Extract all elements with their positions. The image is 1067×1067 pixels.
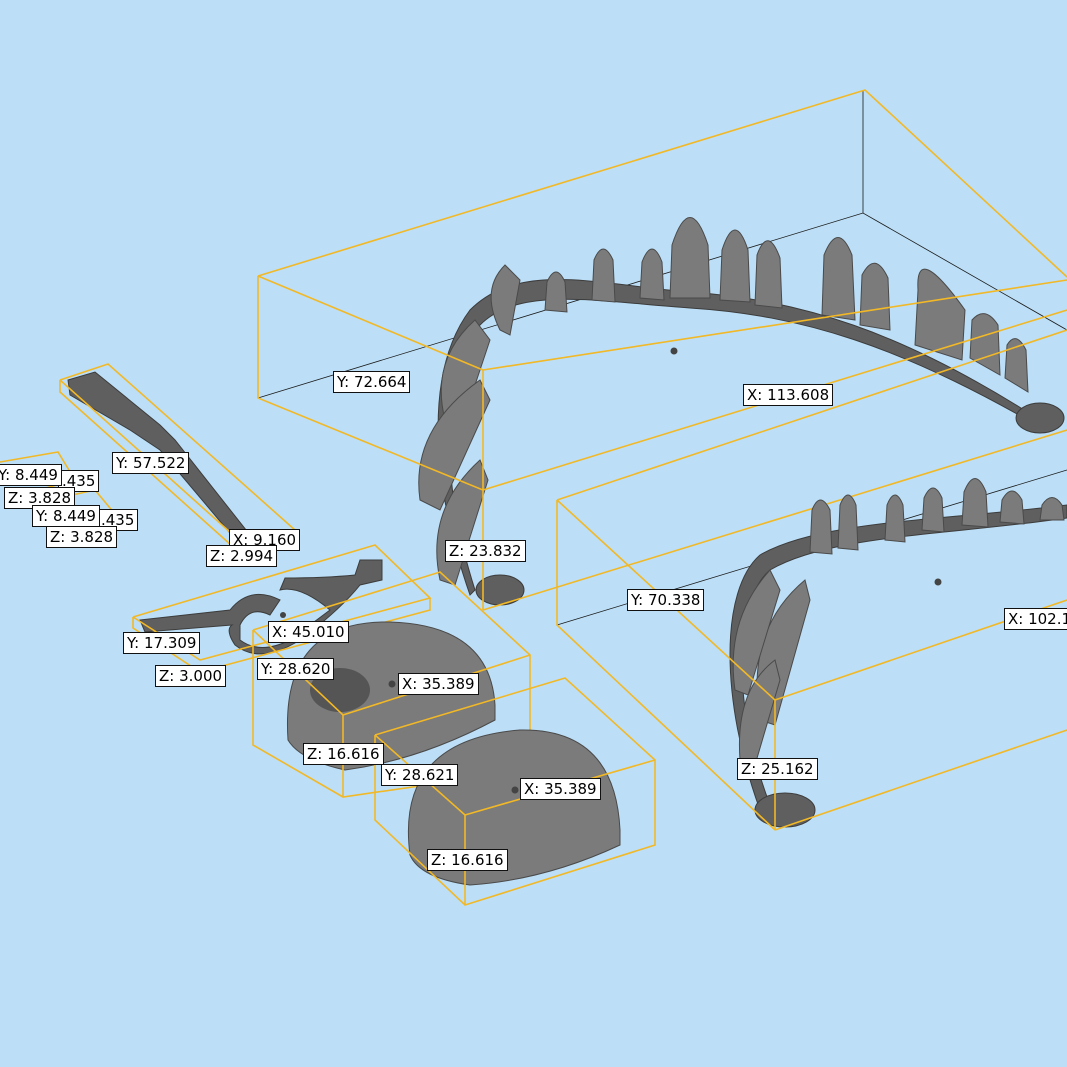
small-jaw-teeth	[732, 478, 1065, 766]
small-jaw-model[interactable]	[556, 329, 1067, 831]
dome-2-x-dimension-label: X: 35.389	[520, 778, 601, 800]
link-x-dimension-label: X: 45.010	[268, 621, 349, 643]
dome-1-x-dimension-label: X: 35.389	[398, 673, 479, 695]
dome-2-y-dimension-label: Y: 28.621	[381, 764, 459, 786]
big-jaw-teeth	[418, 217, 1029, 586]
link-y-dimension-label: Y: 17.309	[123, 632, 201, 654]
bar-z-dimension-label: Z: 2.994	[206, 545, 278, 567]
tiny-part-1-y-dimension-label: Y: 8.449	[0, 464, 62, 486]
tiny-part-2-x-dimension-label: .435	[97, 509, 139, 531]
tiny-part-2-z-dimension-label: Z: 3.828	[46, 526, 118, 548]
dome-1-y-dimension-label: Y: 28.620	[257, 658, 335, 680]
dome-1-z-dimension-label: Z: 16.616	[303, 743, 384, 765]
small-jaw-y-dimension-label: Y: 70.338	[627, 589, 705, 611]
tiny-part-2-y-dimension-label: Y: 8.449	[32, 505, 100, 527]
big-jaw-x-dimension-label: X: 113.608	[743, 384, 834, 406]
big-jaw-z-dimension-label: Z: 23.832	[445, 540, 526, 562]
small-jaw-z-dimension-label: Z: 25.162	[737, 758, 818, 780]
tiny-part-1-x-dimension-label: .435	[58, 470, 100, 492]
link-z-dimension-label: Z: 3.000	[155, 665, 227, 687]
small-jaw-x-dimension-label: X: 102.1	[1004, 608, 1067, 630]
big-jaw-model[interactable]	[257, 89, 1067, 611]
bar-y-dimension-label: Y: 57.522	[112, 452, 190, 474]
big-jaw-y-dimension-label: Y: 72.664	[333, 371, 411, 393]
dome-2-z-dimension-label: Z: 16.616	[427, 849, 508, 871]
